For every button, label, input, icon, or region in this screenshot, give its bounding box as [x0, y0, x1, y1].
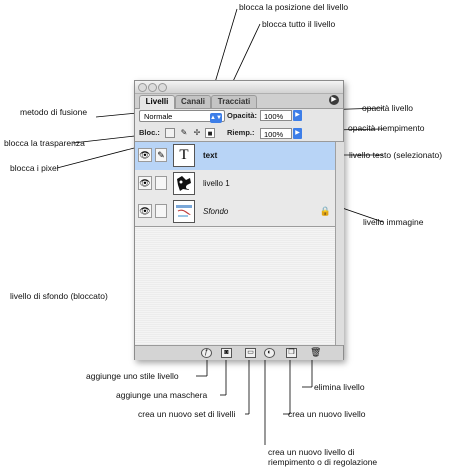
tab-canali[interactable]: Canali [175, 95, 211, 108]
image-layer-thumbnail [173, 172, 195, 195]
annotation-delete-layer: elimina livello [314, 382, 365, 392]
annotation-layer-opacity: opacità livello [362, 103, 414, 113]
annotation-lock-position: blocca la posizione del livello [239, 2, 349, 12]
annotation-mask: aggiunge una maschera [116, 390, 208, 400]
lock-label: Bloc.: [139, 128, 160, 137]
image-thumbnail-art [177, 176, 191, 191]
new-layer-icon[interactable]: ❐ [286, 348, 297, 358]
layer-style-icon[interactable]: ƒ [201, 348, 212, 358]
palette-menu-icon[interactable]: ▶ [329, 95, 339, 105]
annotation-fill-opacity: opacità riempimento [348, 123, 425, 133]
brush-icon[interactable]: ✎ [180, 128, 188, 137]
brush-icon[interactable]: ✎ [155, 148, 167, 162]
annotation-image-layer: livello immagine [363, 217, 424, 227]
annotation-lock-pixels: blocca i pixel [10, 163, 59, 173]
annotation-fill-adjustment: crea un nuovo livello di riempimento o d… [268, 447, 378, 467]
link-box[interactable] [155, 176, 167, 190]
blend-mode-value: Normale [144, 112, 173, 121]
layer-name: text [203, 151, 218, 160]
annotation-layer-style: aggiunge uno stile livello [86, 371, 179, 381]
eye-icon[interactable]: 👁 [138, 176, 152, 190]
annotation-text-layer: livello testo (selezionato) [349, 150, 443, 160]
scrollbar[interactable] [335, 142, 344, 345]
layer-row-text[interactable]: 👁 ✎ T text [135, 142, 335, 171]
fill-slider-button[interactable]: ▶ [293, 128, 302, 139]
blend-row: Normale ▲▼ Opacità: 100% ▶ [135, 109, 343, 126]
tab-tracciati[interactable]: Tracciati [211, 95, 257, 108]
chevron-updown-icon: ▲▼ [210, 113, 222, 123]
annotation-blend-mode: metodo di fusione [20, 107, 88, 117]
opacity-label: Opacità: [227, 111, 258, 120]
lock-row: Bloc.: ✎ ✢ ■ Riemp.: 100% ▶ [135, 126, 343, 142]
lock-icon: 🔒 [319, 206, 331, 216]
minimize-icon[interactable] [148, 83, 157, 92]
background-thumbnail-art [176, 205, 192, 217]
layer-row-livello-1[interactable]: 👁 livello 1 [135, 170, 335, 199]
annotation-new-layer: crea un nuovo livello [288, 409, 366, 419]
lock-transparency-checkbox[interactable] [165, 128, 175, 138]
lock-icon[interactable]: ■ [205, 128, 215, 138]
fill-label: Riemp.: [227, 128, 255, 137]
trash-icon[interactable]: 🗑 [310, 347, 322, 357]
annotation-lock-transparency: blocca la trasparenza [4, 138, 85, 148]
fill-field[interactable]: 100% [260, 128, 292, 139]
link-box[interactable] [155, 204, 167, 218]
annotation-layer-set: crea un nuovo set di livelli [138, 409, 236, 419]
blend-mode-select[interactable]: Normale ▲▼ [139, 110, 225, 123]
adjustment-layer-icon[interactable]: ◐ [264, 348, 275, 358]
background-layer-thumbnail [173, 200, 195, 223]
annotation-lock-all: blocca tutto il livello [262, 19, 336, 29]
palette-bottom-bar: ƒ ◙ ▭ ◐ ❐ 🗑 [135, 345, 343, 360]
move-icon[interactable]: ✢ [193, 128, 201, 137]
opacity-field[interactable]: 100% [260, 110, 292, 121]
layers-list: 👁 ✎ T text 👁 livello 1 👁 [135, 142, 335, 345]
layer-row-sfondo[interactable]: 👁 Sfondo 🔒 [135, 198, 335, 227]
zoom-icon[interactable] [158, 83, 167, 92]
eye-icon[interactable]: 👁 [138, 204, 152, 218]
tab-livelli[interactable]: Livelli [139, 95, 175, 109]
text-layer-thumbnail: T [173, 144, 195, 167]
eye-icon[interactable]: 👁 [138, 148, 152, 162]
layer-name: Sfondo [203, 207, 229, 216]
layers-palette: Livelli Canali Tracciati ▶ Normale ▲▼ Op… [134, 80, 344, 360]
mask-icon[interactable]: ◙ [221, 348, 232, 358]
opacity-slider-button[interactable]: ▶ [293, 110, 302, 121]
palette-titlebar[interactable] [135, 81, 343, 94]
layer-set-icon[interactable]: ▭ [245, 348, 256, 358]
annotation-background-layer: livello di sfondo (bloccato) [10, 291, 108, 301]
close-icon[interactable] [138, 83, 147, 92]
layer-name: livello 1 [203, 179, 230, 188]
palette-tabs: Livelli Canali Tracciati ▶ [135, 94, 343, 109]
